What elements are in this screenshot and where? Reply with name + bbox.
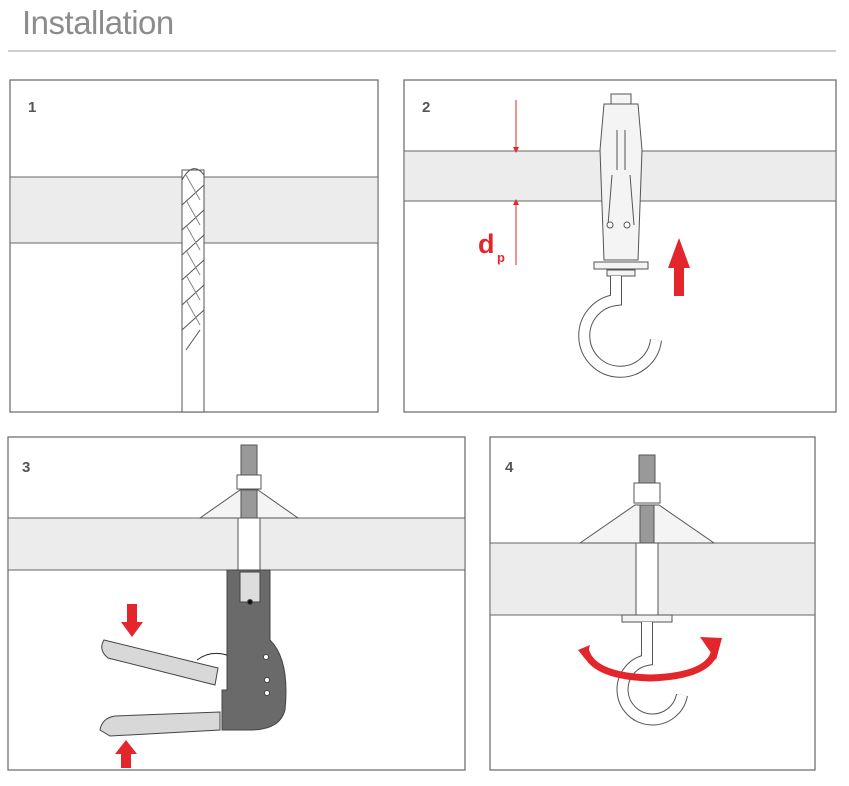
step-2-panel: d p 2 [403,79,837,413]
step-1-panel: 1 [9,79,379,413]
step-4-panel: 4 [489,436,816,771]
arrow-up-icon [115,740,137,768]
step-number: 3 [22,459,30,476]
drill-bit-icon [181,168,205,413]
hollow-wall-anchor-icon [578,93,662,378]
dimension-label: d [478,229,495,259]
dimension-subscript: p [497,250,505,265]
step-number: 2 [422,99,430,116]
setting-tool-icon [99,569,287,737]
step-3-panel: 3 [7,436,466,771]
title-divider [8,50,836,52]
wall-board [7,517,466,571]
rotate-arrow-icon [581,647,719,682]
arrow-down-icon [121,604,143,637]
step-number: 4 [505,459,514,476]
arrow-up-icon [668,238,690,296]
step-number: 1 [28,99,36,116]
installed-hook-anchor-icon [578,454,716,726]
anchor-expanded-icon [198,444,300,571]
page-title: Installation [22,4,174,41]
